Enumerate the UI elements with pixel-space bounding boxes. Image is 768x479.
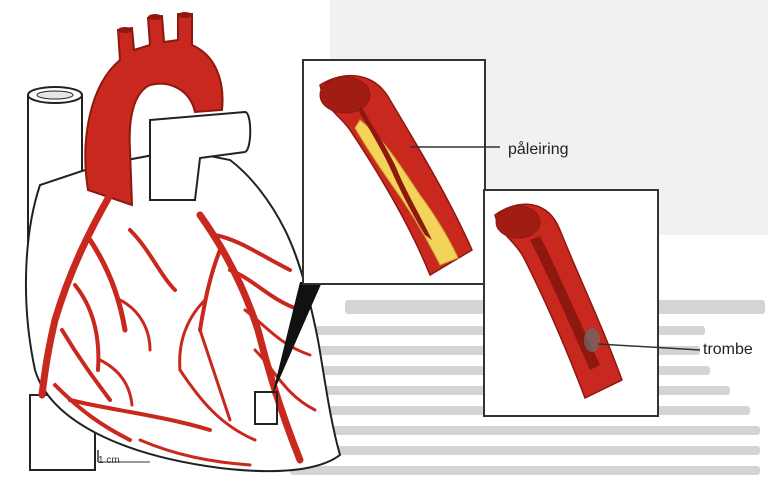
scale-label: 1 cm bbox=[98, 455, 120, 466]
heart-illustration bbox=[26, 12, 340, 471]
artery-with-plaque-illustration bbox=[303, 60, 500, 284]
label-plaque: påleiring bbox=[508, 141, 568, 159]
label-thrombus: trombe bbox=[703, 341, 753, 359]
thrombus bbox=[584, 328, 600, 352]
artery-with-thrombus-illustration bbox=[484, 190, 700, 416]
